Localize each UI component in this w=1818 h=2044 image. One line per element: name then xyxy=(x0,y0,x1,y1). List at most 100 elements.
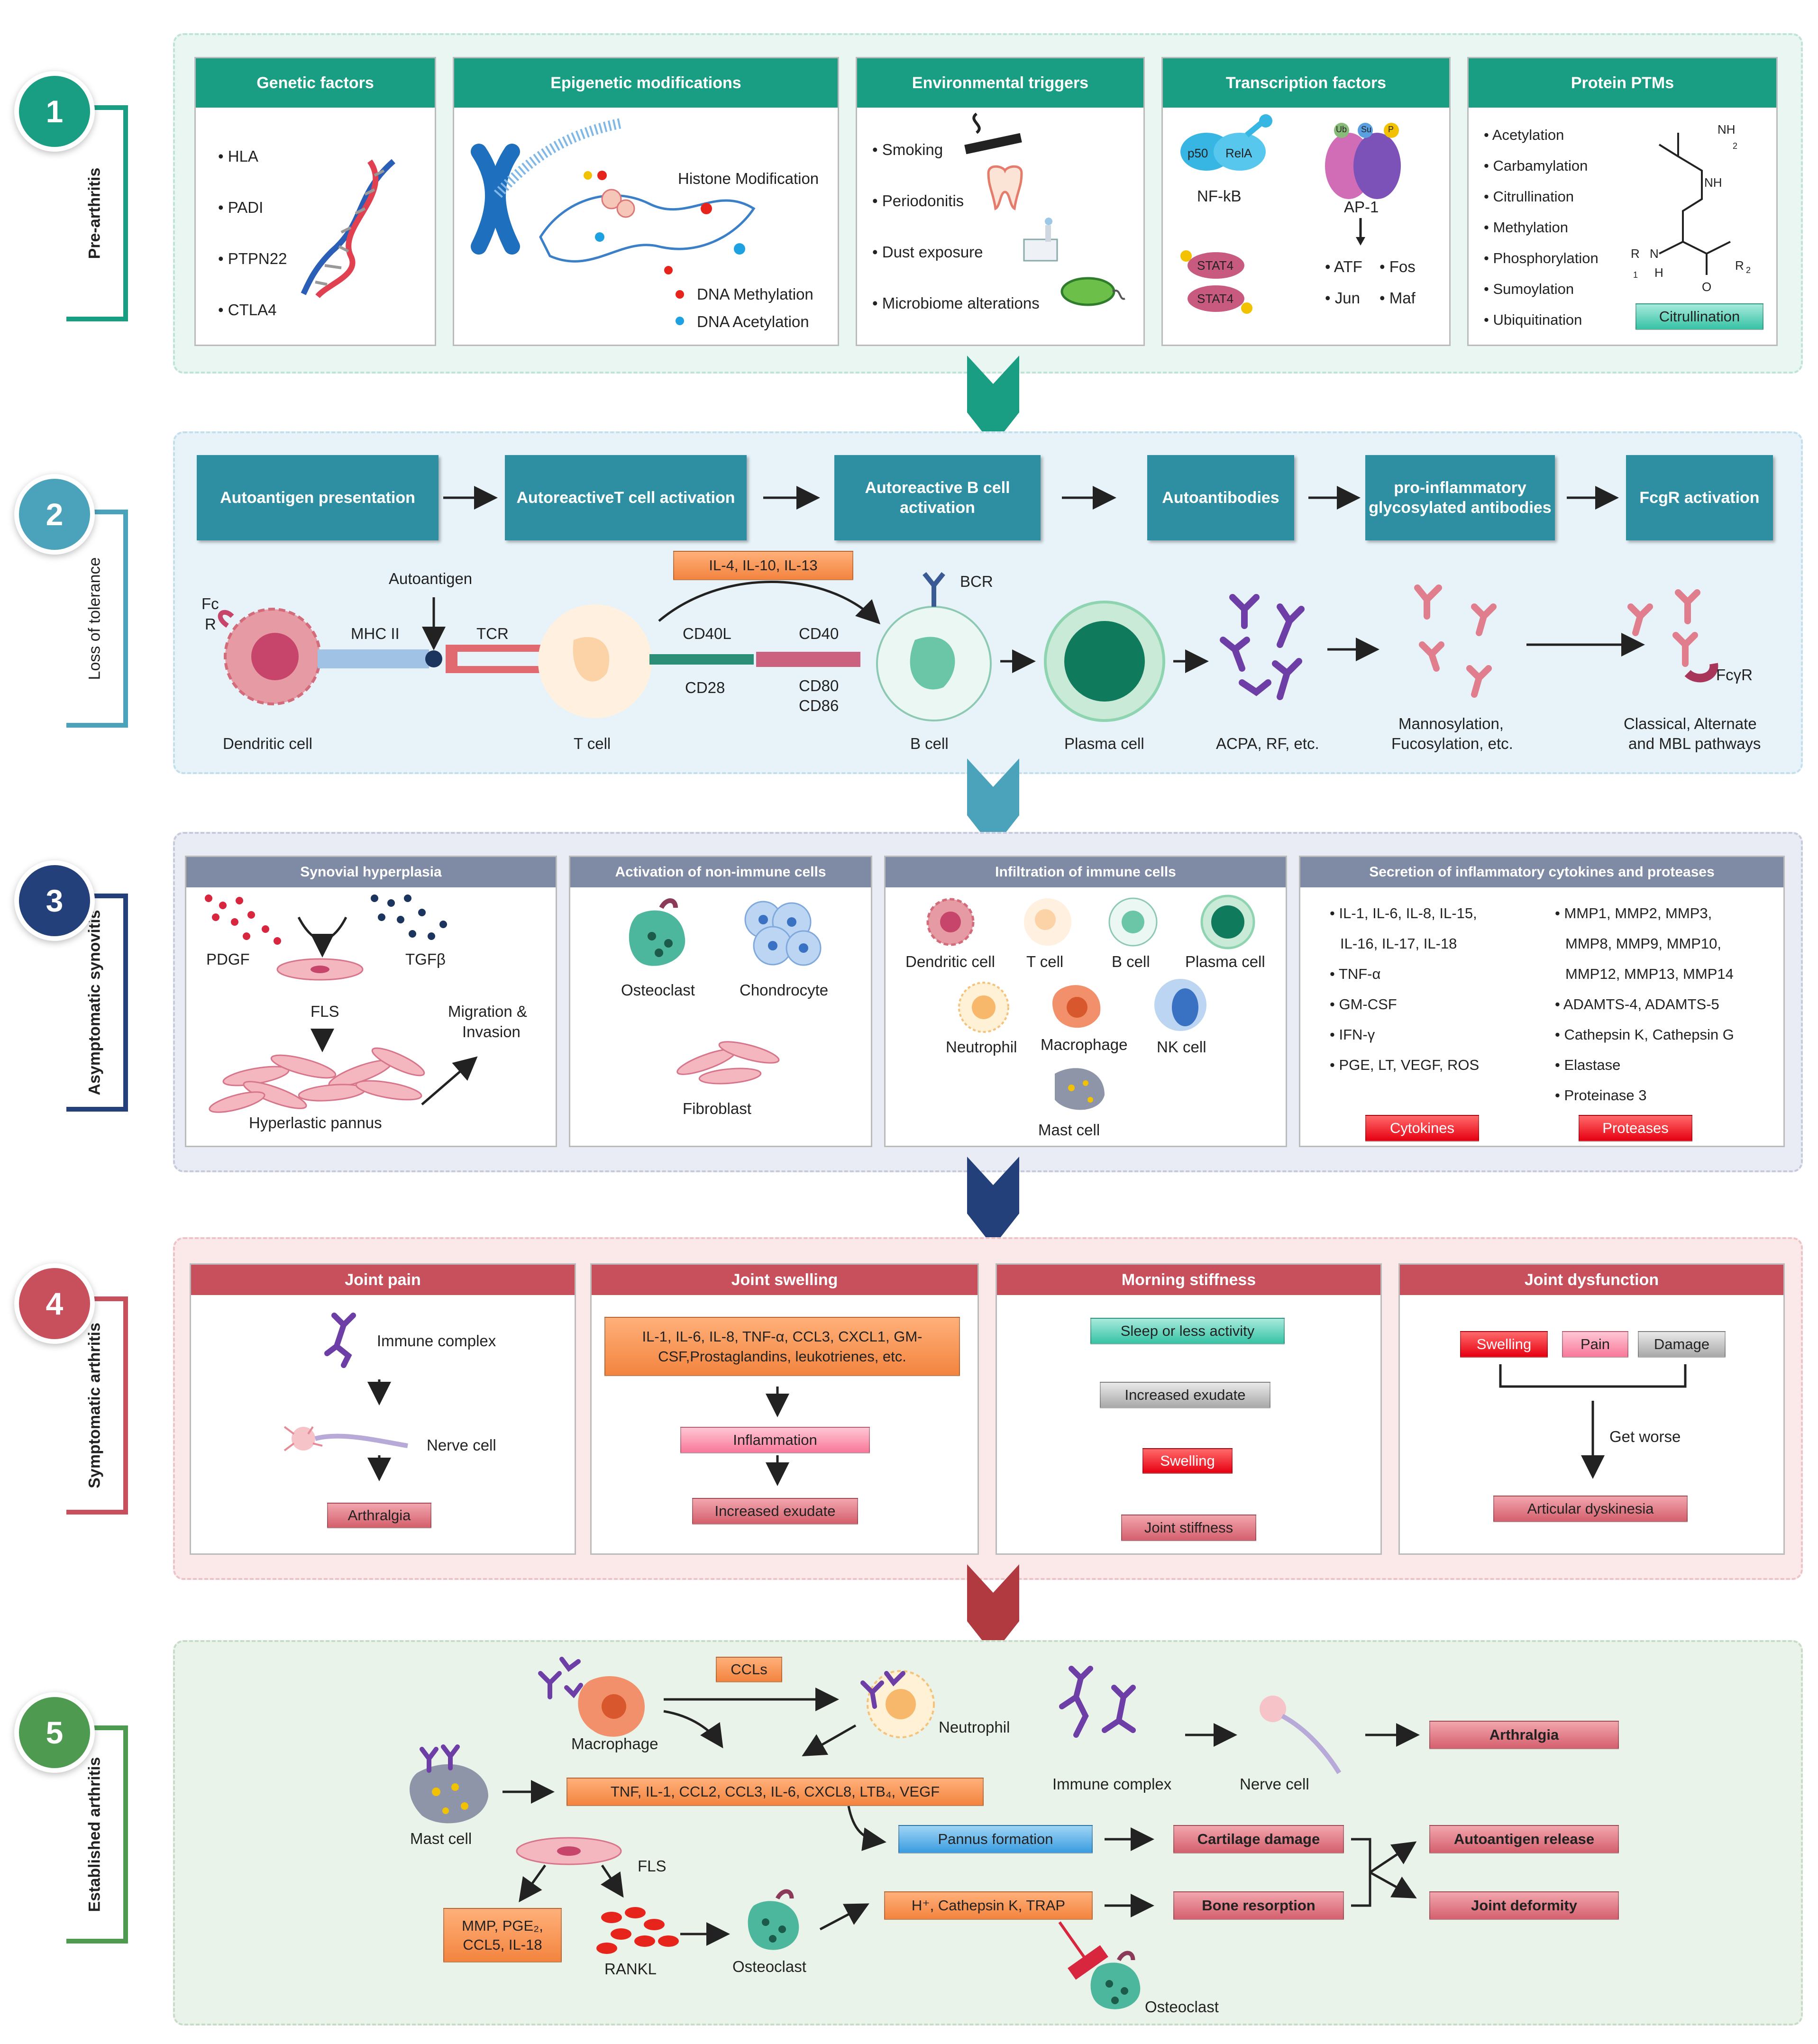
joint-deformity-badge: Joint deformity xyxy=(1429,1891,1619,1920)
stage1-number: 1 xyxy=(14,71,95,152)
environmental-list: Smoking Periodonitis Dust exposure Micro… xyxy=(872,124,1040,329)
autoantigen-release-badge: Autoantigen release xyxy=(1429,1825,1619,1853)
dyskinesia-badge: Articular dyskinesia xyxy=(1493,1496,1688,1522)
immune-title: Infiltration of immune cells xyxy=(886,857,1286,887)
s3-neutrophil-label: Neutrophil xyxy=(946,1038,1017,1056)
nerve-cell-label: Nerve cell xyxy=(427,1436,496,1454)
r2-sub-label: 2 xyxy=(1746,265,1751,275)
cytokine-3: TNF-α xyxy=(1330,959,1479,989)
pdgf-label: PDGF xyxy=(206,950,250,968)
bacteria-icon xyxy=(1060,277,1125,306)
ap1-icon xyxy=(1325,123,1401,199)
s5-osteoclast-label: Osteoclast xyxy=(732,1958,806,1975)
protease-1: MMP1, MMP2, MMP3, xyxy=(1555,898,1734,929)
immune-cells-icon xyxy=(926,894,1255,1110)
synovial-title: Synovial hyperplasia xyxy=(186,857,556,887)
blue-dot-icon xyxy=(676,317,684,325)
s5-mast-label: Mast cell xyxy=(410,1830,472,1847)
il-cytokines-badge: IL-4, IL-10, IL-13 xyxy=(673,551,853,580)
jun-label: Jun xyxy=(1325,283,1362,314)
ptm-title: Protein PTMs xyxy=(1469,58,1776,108)
protease-7: Proteinase 3 xyxy=(1555,1080,1734,1111)
dna-helix-icon xyxy=(301,159,395,299)
nh2-label: NH xyxy=(1704,175,1722,190)
hplus-badge: H⁺, Cathepsin K, TRAP xyxy=(884,1891,1093,1920)
cytokine-5: IFN-γ xyxy=(1330,1020,1479,1050)
stage5-number: 5 xyxy=(14,1692,95,1773)
joint-pain-title: Joint pain xyxy=(191,1265,575,1295)
methylation-label: DNA Methylation xyxy=(697,285,813,303)
pannus-formation-badge: Pannus formation xyxy=(898,1825,1093,1853)
cytokine-list: IL-1, IL-6, IL-8, IL-15, IL-16, IL-17, I… xyxy=(1330,898,1479,1080)
cd80-label: CD80 xyxy=(799,677,839,694)
h-label: H xyxy=(1654,265,1663,280)
proteases-badge: Proteases xyxy=(1579,1115,1692,1141)
r-label: R xyxy=(205,615,216,633)
histone-label: Histone Modification xyxy=(678,170,819,187)
environmental-title: Environmental triggers xyxy=(857,58,1143,108)
dysfunction-pain-badge: Pain xyxy=(1562,1331,1628,1358)
ap1-targets-right: FosMaf xyxy=(1379,251,1416,314)
joint-pain-diagram xyxy=(283,1313,408,1481)
plasma-cell-label: Plasma cell xyxy=(1064,735,1144,752)
swelling-mediators: IL-1, IL-6, IL-8, TNF-α, CCL3, CXCL1, GM… xyxy=(604,1317,960,1376)
p50-label: p50 xyxy=(1188,146,1208,160)
gene-ctla4: CTLA4 xyxy=(218,284,287,336)
s3-plasma-label: Plasma cell xyxy=(1185,953,1265,970)
down-arrow-icon xyxy=(1356,218,1365,246)
stat4-b-label: STAT4 xyxy=(1197,292,1234,306)
bcr-label: BCR xyxy=(960,573,993,590)
acpa-label: ACPA, RF, etc. xyxy=(1216,735,1319,752)
ccls-badge: CCLs xyxy=(716,1657,782,1682)
ptm-acetylation: Acetylation xyxy=(1484,119,1599,150)
protease-4: ADAMTS-4, ADAMTS-5 xyxy=(1555,989,1734,1020)
nh-sub-label: 2 xyxy=(1733,141,1738,151)
s3-nk-label: NK cell xyxy=(1157,1038,1206,1056)
fos-label: Fos xyxy=(1379,251,1416,283)
mbl-label: and MBL pathways xyxy=(1628,735,1761,752)
step-autoantibodies: Autoantibodies xyxy=(1147,455,1294,540)
step-b-cell-activation: Autoreactive B cell activation xyxy=(834,455,1041,540)
acetylation-label: DNA Acetylation xyxy=(697,313,809,330)
step-glycosylated: pro-inflammatory glycosylated antibodies xyxy=(1365,455,1555,540)
cytokine-6: PGE, LT, VEGF, ROS xyxy=(1330,1050,1479,1080)
su-label: Su xyxy=(1361,125,1372,134)
ptm-ubiquitination: Ubiquitination xyxy=(1484,304,1599,335)
step-t-cell-activation: AutoreactiveT cell activation xyxy=(505,455,747,540)
citrullination-badge: Citrullination xyxy=(1635,303,1763,330)
ptm-sumoylation: Sumoylation xyxy=(1484,274,1599,304)
cartilage-damage-badge: Cartilage damage xyxy=(1173,1825,1344,1853)
migration-label-1: Migration & xyxy=(448,1003,527,1020)
cd28-label: CD28 xyxy=(685,679,725,696)
ptm-phosphorylation: Phosphorylation xyxy=(1484,243,1598,274)
stage2-number: 2 xyxy=(14,474,95,555)
o-label: O xyxy=(1702,280,1712,294)
cytokine-4: GM-CSF xyxy=(1330,989,1479,1020)
env-microbiome: Microbiome alterations xyxy=(872,278,1040,329)
s5-neutrophil-label: Neutrophil xyxy=(939,1718,1010,1736)
pannus-label: Hyperlastic pannus xyxy=(249,1114,382,1132)
stage3-number: 3 xyxy=(14,860,95,941)
nonimmune-box: Activation of non-immune cells xyxy=(569,856,872,1147)
t-cell-label: T cell xyxy=(574,735,611,752)
stage2-cell-diagram xyxy=(218,572,1718,722)
sleep-badge: Sleep or less activity xyxy=(1090,1318,1285,1344)
gene-ptpn22: PTPN22 xyxy=(218,233,287,284)
genetic-list: HLA PADI PTPN22 CTLA4 xyxy=(218,131,287,336)
chromosome-dna-icon xyxy=(471,118,756,274)
chevron-1-icon xyxy=(967,356,1019,446)
mmp-line-2: CCL5, IL-18 xyxy=(463,1936,542,1953)
morning-stiffness-title: Morning stiffness xyxy=(997,1265,1380,1295)
stiffness-exudate-badge: Increased exudate xyxy=(1100,1382,1270,1408)
ptm-methylation: Methylation xyxy=(1484,212,1599,243)
migration-label-2: Invasion xyxy=(462,1023,521,1040)
nfkb-label: NF-kB xyxy=(1197,187,1242,205)
s5-fls-label: FLS xyxy=(638,1857,667,1875)
immune-complex-label: Immune complex xyxy=(377,1332,496,1350)
protease-3: MMP12, MMP13, MMP14 xyxy=(1565,966,1734,982)
fls-label: FLS xyxy=(311,1003,339,1020)
bone-resorption-badge: Bone resorption xyxy=(1173,1891,1344,1920)
inflammation-badge: Inflammation xyxy=(680,1427,870,1453)
ptm-list: Acetylation Carbamylation Citrullination… xyxy=(1484,119,1599,335)
